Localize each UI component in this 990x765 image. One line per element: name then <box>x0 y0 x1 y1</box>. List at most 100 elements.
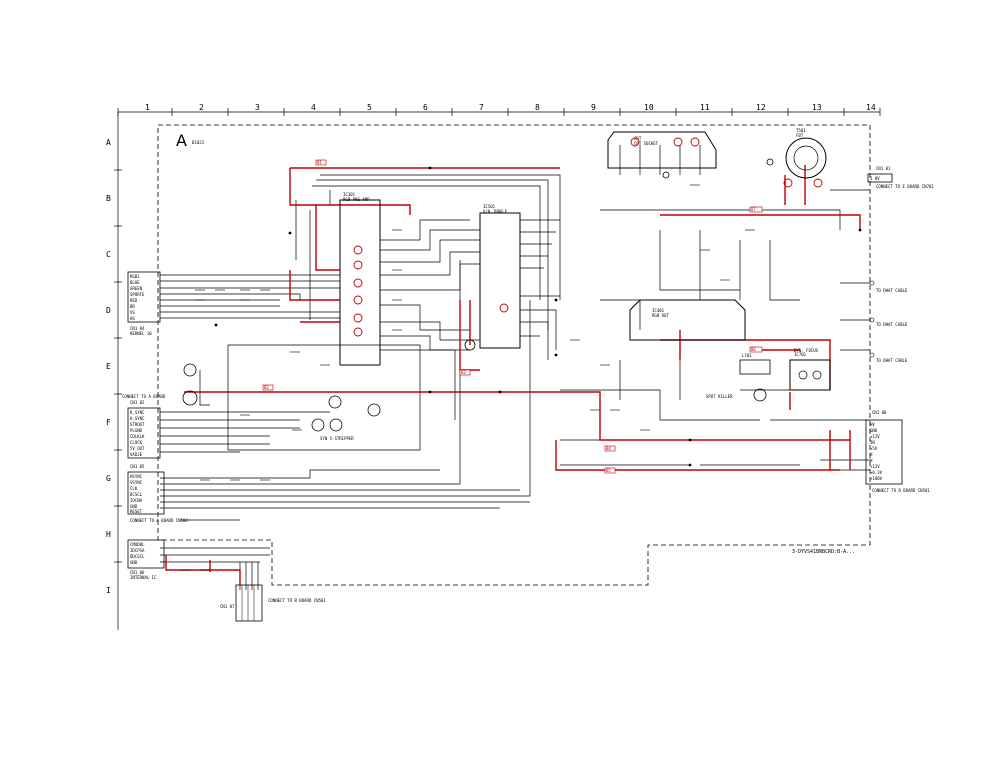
svg-text:B5: B5 <box>606 468 611 473</box>
svg-text:IC701: IC701 <box>794 352 807 357</box>
svg-text:5V_OUT: 5V_OUT <box>130 446 145 451</box>
svg-text:RED: RED <box>130 298 138 303</box>
black-wiring <box>160 145 870 590</box>
svg-text:CRT SOCKET: CRT SOCKET <box>634 141 659 146</box>
svg-text:BLUE: BLUE <box>130 280 140 285</box>
col-4: 4 <box>311 103 316 112</box>
svg-text:B3: B3 <box>461 370 466 375</box>
red-traces <box>165 165 861 585</box>
row-g: G <box>106 474 111 483</box>
svg-text:IN: IN <box>870 440 875 445</box>
connector-cn105: CN1 05 HSYNC VSYNC CLK DCSCL IOCNA GND R… <box>127 464 188 523</box>
svg-text:H_SYNC: H_SYNC <box>130 416 145 421</box>
svg-text:PLGND: PLGND <box>130 428 143 433</box>
svg-text:IC301: IC301 <box>343 192 356 197</box>
svg-text:RGB OUT: RGB OUT <box>652 313 669 318</box>
svg-text:CONNECT TO A BOARD: CONNECT TO A BOARD <box>122 394 166 399</box>
red-marker-labels: B1 B2 B3 B4 B5 B6 B7 <box>262 159 763 474</box>
column-labels: 1 2 3 4 5 6 7 8 9 10 11 12 13 14 <box>145 103 876 112</box>
svg-text:CN1 06: CN1 06 <box>130 570 145 575</box>
row-labels: A B C D E F G H I <box>106 138 111 595</box>
col-1: 1 <box>145 103 150 112</box>
svg-text:+5V: +5V <box>870 446 878 451</box>
connector-cn108: HV GND +12V IN +5V H H +12V +6.3V +180V … <box>865 410 930 493</box>
svg-text:DYN. FOCUS: DYN. FOCUS <box>794 348 819 353</box>
col-3: 3 <box>255 103 260 112</box>
col-9: 9 <box>591 103 596 112</box>
svg-text:DDCSCL: DDCSCL <box>130 554 145 559</box>
ic-rgb-out: IC401 RGB OUT <box>629 299 746 341</box>
component-ticks <box>180 184 755 571</box>
ic-main: IC301 RGB PRE-AMP <box>339 192 381 366</box>
svg-text:CN1 04: CN1 04 <box>130 326 145 331</box>
svg-text:H: H <box>870 452 873 457</box>
row-f: F <box>106 418 111 427</box>
svg-text:B6: B6 <box>751 347 756 352</box>
col-10: 10 <box>644 103 654 112</box>
ic-h-lin: L701 <box>739 353 771 375</box>
svg-text:H: H <box>870 458 873 463</box>
ic-crt-socket: CRT CRT SOCKET <box>607 131 717 169</box>
col-14: 14 <box>866 103 876 112</box>
svg-text:VSYNC: VSYNC <box>130 480 143 485</box>
svg-text:V/H JUNGLE: V/H JUNGLE <box>483 209 508 214</box>
svg-text:INTERNAL IC: INTERNAL IC <box>130 575 157 580</box>
svg-text:CN1 02: CN1 02 <box>130 400 145 405</box>
svg-text:CONNECT TO A BOARD CN504: CONNECT TO A BOARD CN504 <box>130 518 188 523</box>
note-spot-killer: SPOT KILLER <box>706 394 733 399</box>
ic-dyn-focus: IC701 DYN. FOCUS <box>789 348 831 391</box>
svg-text:IC501: IC501 <box>483 204 496 209</box>
svg-text:CN1 05: CN1 05 <box>130 464 145 469</box>
svg-text:B1: B1 <box>317 160 322 165</box>
svg-text:VADJE: VADJE <box>130 452 143 457</box>
svg-text:CONNECT TO E BOARD CN701: CONNECT TO E BOARD CN701 <box>876 184 934 189</box>
svg-text:+6.3V: +6.3V <box>870 470 883 475</box>
svg-text:IDCPSA: IDCPSA <box>130 548 145 553</box>
svg-text:RGB1: RGB1 <box>130 274 140 279</box>
svg-text:RGB PRE-AMP: RGB PRE-AMP <box>343 197 370 202</box>
svg-text:DCSCL: DCSCL <box>130 492 143 497</box>
junction-dots <box>214 166 862 467</box>
row-c: C <box>106 250 111 259</box>
col-11: 11 <box>700 103 710 112</box>
svg-text:T501: T501 <box>796 128 806 133</box>
col-13: 13 <box>812 103 822 112</box>
row-b: B <box>106 194 111 203</box>
svg-text:CN1 08: CN1 08 <box>872 410 887 415</box>
board-sub: B1023 <box>192 140 205 145</box>
column-ruler <box>117 108 881 630</box>
ic-jungle: IC501 V/H JUNGLE <box>479 204 521 349</box>
note-h-stripper: SYN S-STRIPPER <box>320 436 354 441</box>
svg-text:CONNECT TO D BOARD CN501: CONNECT TO D BOARD CN501 <box>872 488 930 493</box>
svg-text:CLOCK: CLOCK <box>130 440 143 445</box>
svg-text:L701: L701 <box>742 353 752 358</box>
svg-text:CN1 01: CN1 01 <box>876 166 891 171</box>
svg-text:+12V: +12V <box>870 434 880 439</box>
col-5: 5 <box>367 103 372 112</box>
connector-cn101: 1 HV CN1 01 CONNECT TO E BOARD CN701 <box>867 166 934 189</box>
connector-cn106: CMOD0L IDCPSA DDCSCL GND CN1 06 INTERNAL… <box>127 539 165 580</box>
svg-text:TO DHAT CABLE: TO DHAT CABLE <box>876 322 908 327</box>
row-ruler <box>114 169 122 563</box>
svg-text:SPORTE: SPORTE <box>130 292 145 297</box>
svg-text:B7: B7 <box>751 207 756 212</box>
svg-text:B2: B2 <box>264 385 269 390</box>
svg-text:GND: GND <box>130 560 138 565</box>
board-label: A <box>176 131 187 150</box>
col-8: 8 <box>535 103 540 112</box>
svg-text:R_SYNC: R_SYNC <box>130 410 145 415</box>
svg-text:TO DHAT CABLE: TO DHAT CABLE <box>876 288 908 293</box>
col-2: 2 <box>199 103 204 112</box>
transistors <box>182 158 774 432</box>
connector-cn102: CONNECT TO A BOARD CN1 02 R_SYNC H_SYNC … <box>122 394 166 459</box>
svg-text:FBT: FBT <box>796 133 804 138</box>
row-h: H <box>106 530 111 539</box>
svg-text:GND: GND <box>870 428 878 433</box>
svg-text:GREEN: GREEN <box>130 286 143 291</box>
row-a: A <box>106 138 111 147</box>
svg-text:IOCNA: IOCNA <box>130 498 143 503</box>
svg-text:1 HV: 1 HV <box>870 176 880 181</box>
svg-text:+12V: +12V <box>870 464 880 469</box>
col-12: 12 <box>756 103 766 112</box>
